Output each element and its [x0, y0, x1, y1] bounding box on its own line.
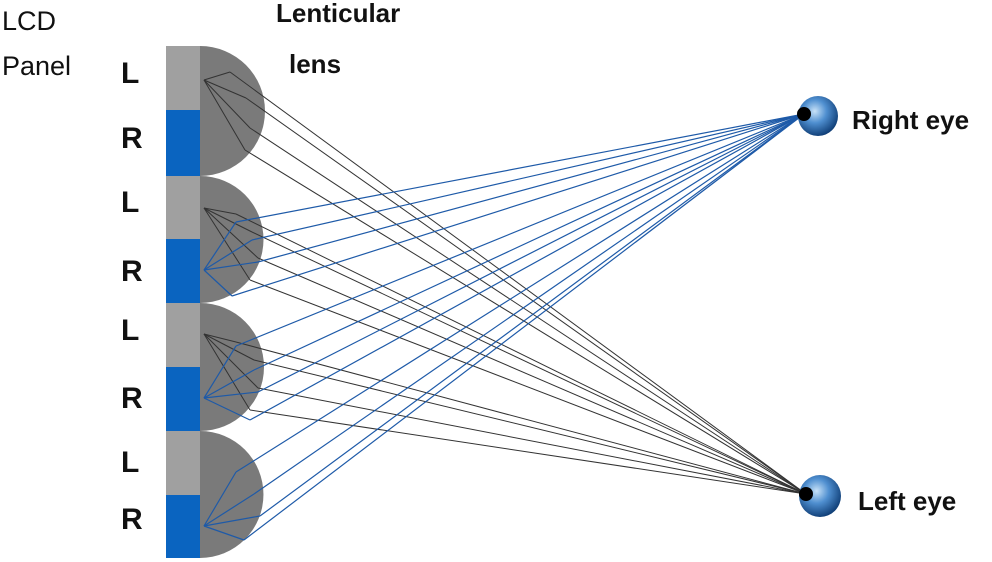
light-ray — [203, 79, 246, 151]
light-ray — [244, 149, 807, 495]
right-pixel — [166, 495, 200, 558]
pixel-letter: L — [121, 186, 139, 219]
light-ray — [203, 79, 247, 99]
lenticular-lens-icon — [200, 176, 264, 303]
light-ray — [235, 113, 805, 473]
right-pixel — [166, 110, 200, 176]
light-ray — [203, 493, 255, 527]
light-ray — [203, 269, 233, 297]
light-ray — [203, 333, 255, 361]
light-ray — [249, 409, 807, 495]
light-ray — [203, 471, 237, 527]
light-ray — [203, 369, 255, 399]
light-ray — [203, 207, 253, 233]
right-pixel — [166, 367, 200, 431]
pixel-letter: R — [121, 122, 143, 155]
lcd-panel-label-line2: Panel — [2, 51, 71, 81]
light-ray — [235, 213, 807, 495]
light-ray — [229, 71, 807, 495]
left-pixel — [166, 46, 200, 110]
light-ray — [235, 341, 807, 495]
lenticular-lens-icon — [200, 46, 265, 176]
light-ray — [257, 113, 805, 263]
light-ray — [235, 113, 805, 223]
light-ray — [257, 387, 807, 495]
light-ray — [243, 113, 805, 541]
light-ray — [203, 515, 261, 527]
pixel-letter: L — [121, 446, 139, 479]
light-ray — [203, 261, 259, 271]
light-ray — [245, 97, 807, 495]
light-ray — [259, 113, 805, 517]
light-ray — [203, 79, 251, 129]
pixel-letter: R — [121, 382, 143, 415]
lcd-pixel-column — [166, 46, 200, 558]
light-ray — [203, 333, 251, 411]
light-ray — [249, 279, 807, 495]
light-rays — [203, 71, 807, 541]
light-ray — [203, 333, 237, 343]
light-ray — [203, 207, 237, 215]
light-ray — [231, 113, 805, 297]
light-ray — [251, 231, 807, 495]
light-ray — [253, 113, 805, 371]
light-ray — [251, 113, 805, 241]
pixel-letter: L — [121, 314, 139, 347]
lcd-panel-label-line1: LCD — [2, 6, 56, 36]
light-ray — [203, 397, 251, 421]
right-eye-icon — [797, 96, 838, 136]
light-ray — [249, 113, 805, 421]
pixel-letter: R — [121, 255, 143, 288]
left-pixel — [166, 303, 200, 367]
lens-label-line1: Lenticular — [276, 0, 400, 28]
light-ray — [257, 113, 805, 393]
light-ray — [249, 127, 807, 495]
pixel-letter: L — [121, 57, 139, 90]
light-ray — [253, 113, 805, 495]
light-ray — [203, 525, 245, 541]
light-ray — [235, 113, 805, 347]
light-ray — [203, 207, 259, 259]
light-ray — [203, 333, 259, 389]
light-ray — [203, 71, 231, 81]
right-eye-label: Right eye — [852, 105, 969, 135]
light-ray — [203, 239, 253, 271]
lenticular-lenses — [200, 46, 265, 558]
light-ray — [203, 221, 237, 271]
left-pixel — [166, 176, 200, 239]
light-ray — [253, 359, 807, 495]
left-eye-icon — [799, 475, 841, 517]
left-eye-label: Left eye — [858, 486, 956, 516]
light-ray — [203, 391, 259, 399]
lenticular-lens-icon — [200, 431, 264, 558]
lenticular-lens-icon — [200, 303, 264, 431]
light-ray — [257, 257, 807, 495]
left-pixel — [166, 431, 200, 495]
lens-label-line2: lens — [289, 49, 341, 79]
light-ray — [203, 207, 251, 281]
light-ray — [203, 345, 237, 399]
pixel-letter: R — [121, 503, 143, 536]
right-pixel — [166, 239, 200, 303]
